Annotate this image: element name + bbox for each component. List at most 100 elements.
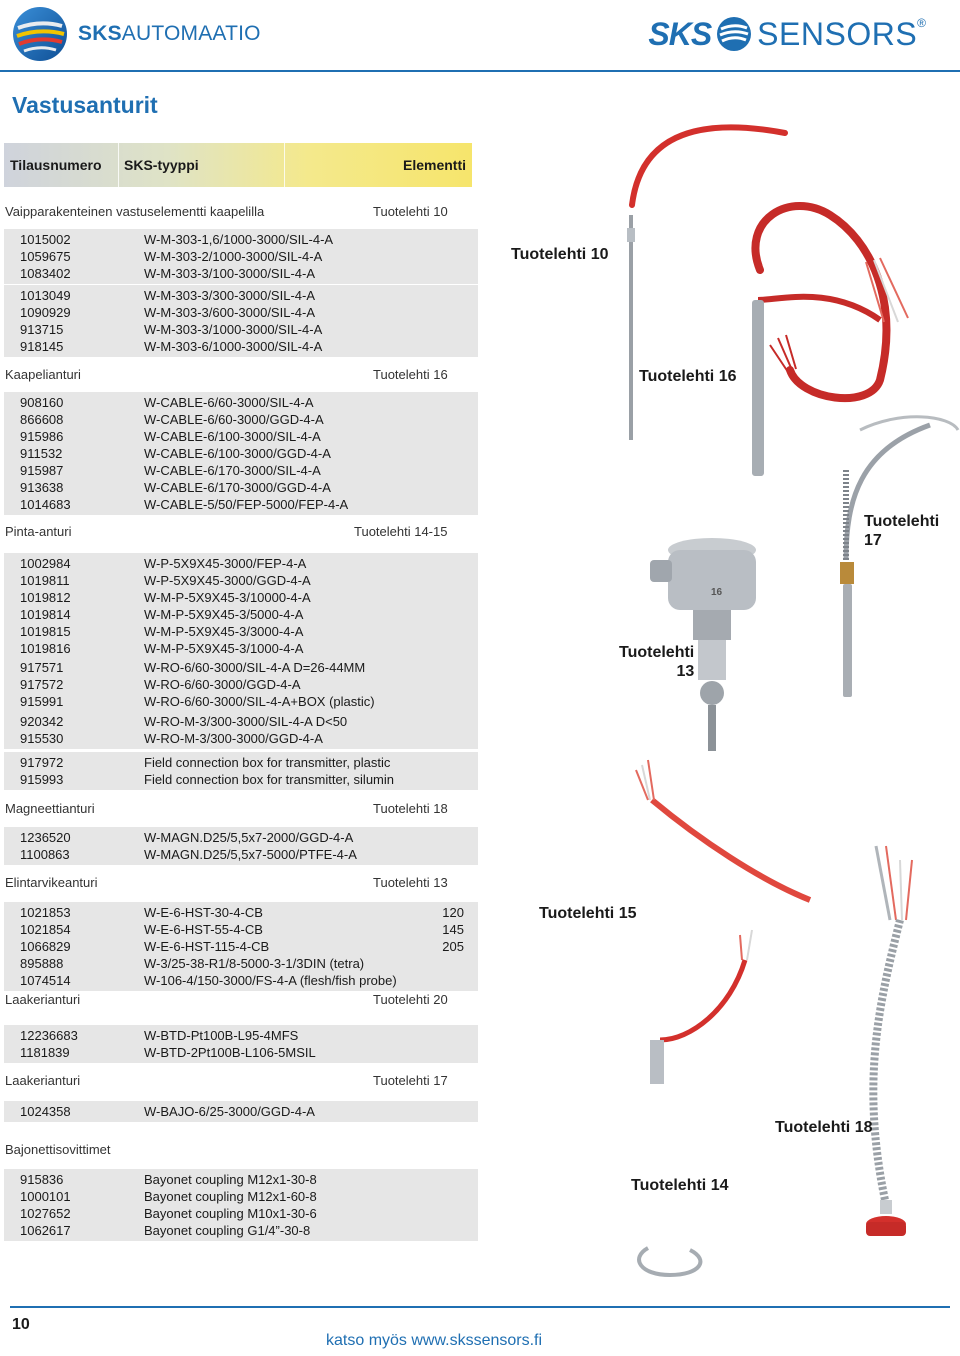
order-number: 908160 bbox=[20, 395, 64, 410]
section-title: Vaipparakenteinen vastuselementti kaapel… bbox=[5, 204, 265, 219]
section-title: Laakerianturi bbox=[5, 1073, 81, 1088]
column-divider bbox=[118, 143, 119, 187]
column-sks-type: SKS-tyyppi bbox=[124, 157, 199, 173]
order-number: 1062617 bbox=[20, 1223, 71, 1238]
section-title: Magneettianturi bbox=[5, 801, 95, 816]
sks-sensors-logo[interactable]: SKS SENSORS ® bbox=[648, 12, 926, 56]
order-number: 917571 bbox=[20, 660, 64, 675]
sks-type: W-M-303-3/100-3000/SIL-4-A bbox=[144, 266, 316, 281]
order-number: 1027652 bbox=[20, 1206, 71, 1221]
sks-type: W-E-6-HST-55-4-CB bbox=[144, 922, 263, 937]
order-number: 913638 bbox=[20, 480, 64, 495]
section-reference: Tuotelehti 16 bbox=[373, 367, 448, 382]
table-row[interactable]: 917571 W-RO-6/60-3000/SIL-4-A D=26-44MM bbox=[4, 659, 478, 676]
sks-type: W-E-6-HST-115-4-CB bbox=[144, 939, 270, 954]
sks-type: W-CABLE-6/170-3000/GGD-4-A bbox=[144, 480, 331, 495]
sks-sensors-wordmark-b: SENSORS bbox=[757, 15, 918, 52]
section-title: Elintarvikeanturi bbox=[5, 875, 98, 890]
section-title: Laakerianturi bbox=[5, 992, 81, 1007]
table-row[interactable]: 1014683 W-CABLE-5/50/FEP-5000/FEP-4-A bbox=[4, 496, 478, 513]
column-element: Elementti bbox=[402, 157, 466, 173]
order-number: 915836 bbox=[20, 1172, 64, 1187]
order-number: 1014683 bbox=[20, 497, 71, 512]
section-title: Bajonettisovittimet bbox=[5, 1142, 111, 1157]
image-label-tuotelehti-15: Tuotelehti 15 bbox=[539, 905, 637, 922]
sks-type: W-P-5X9X45-3000/FEP-4-A bbox=[144, 556, 307, 571]
sks-automaatio-logo[interactable]: SKSAUTOMAATIO bbox=[12, 6, 262, 62]
sks-type: W-M-P-5X9X45-3/1000-4-A bbox=[144, 641, 304, 656]
table-row[interactable]: 1083402 W-M-303-3/100-3000/SIL-4-A bbox=[4, 265, 478, 282]
sks-type: W-RO-6/60-3000/SIL-4-A D=26-44MM bbox=[144, 660, 366, 675]
order-number: 918145 bbox=[20, 339, 64, 354]
section-reference: Tuotelehti 17 bbox=[373, 1073, 448, 1088]
sks-type: W-P-5X9X45-3000/GGD-4-A bbox=[144, 573, 311, 588]
sks-type: W-M-303-2/1000-3000/SIL-4-A bbox=[144, 249, 323, 264]
armored-probe-image bbox=[840, 422, 931, 697]
sks-type: W-M-303-3/1000-3000/SIL-4-A bbox=[144, 322, 323, 337]
table-row[interactable]: 913638 W-CABLE-6/170-3000/GGD-4-A bbox=[4, 479, 478, 496]
section-reference: Tuotelehti 10 bbox=[373, 204, 448, 219]
order-number: 1019815 bbox=[20, 624, 71, 639]
order-number: 915987 bbox=[20, 463, 64, 478]
website-link[interactable]: katso myös www.skssensors.fi bbox=[326, 1332, 543, 1349]
sks-type: W-CABLE-5/50/FEP-5000/FEP-4-A bbox=[144, 497, 349, 512]
footer-divider bbox=[10, 1306, 950, 1308]
order-number: 1015002 bbox=[20, 232, 71, 247]
order-number: 866608 bbox=[20, 412, 64, 427]
sks-type: W-M-P-5X9X45-3/10000-4-A bbox=[144, 590, 311, 605]
table-row[interactable]: 908160 W-CABLE-6/60-3000/SIL-4-A bbox=[4, 394, 478, 411]
sks-type: W-E-6-HST-30-4-CB bbox=[144, 905, 263, 920]
image-label-tuotelehti-16: Tuotelehti 16 bbox=[639, 368, 737, 385]
order-number: 1066829 bbox=[20, 939, 71, 954]
order-number: 1083402 bbox=[20, 266, 71, 281]
order-number: 917972 bbox=[20, 755, 64, 770]
order-number: 1021853 bbox=[20, 905, 71, 920]
order-number: 895888 bbox=[20, 956, 64, 971]
column-order-number: Tilausnumero bbox=[10, 157, 102, 173]
sks-type: W-CABLE-6/60-3000/SIL-4-A bbox=[144, 395, 314, 410]
